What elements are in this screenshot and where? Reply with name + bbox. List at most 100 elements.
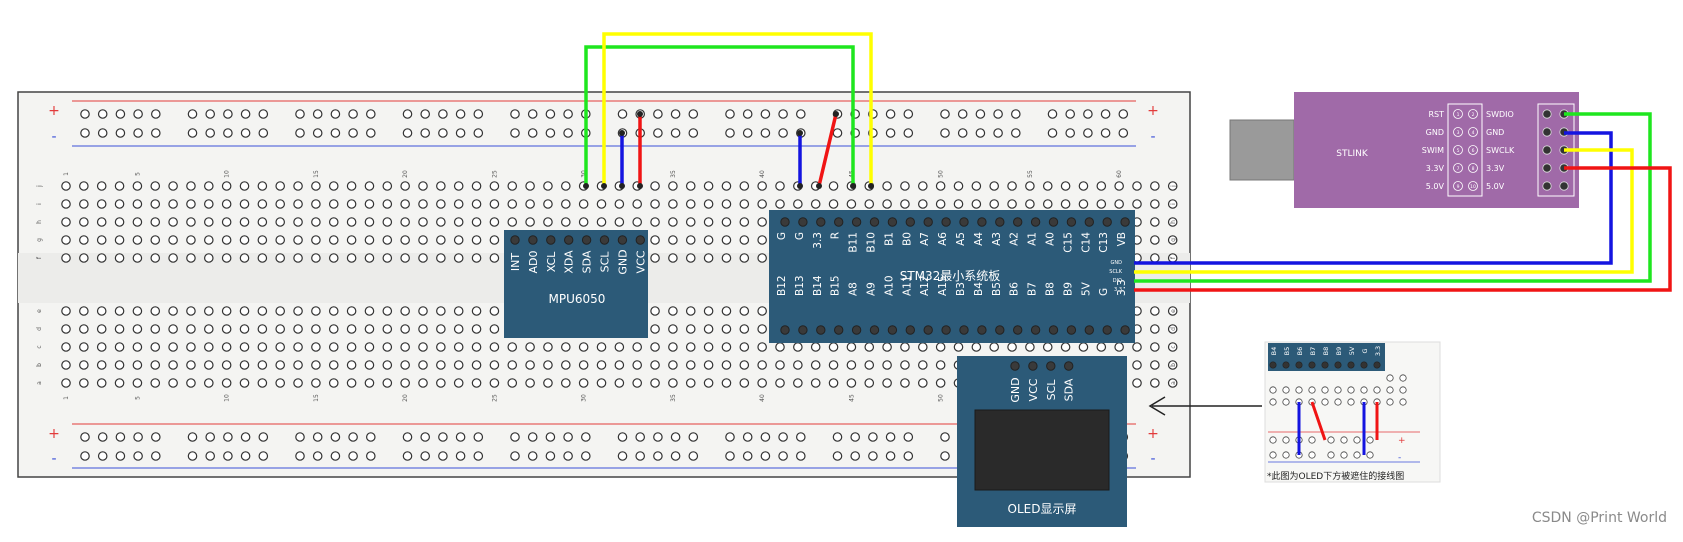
breadboard-hole xyxy=(632,199,642,209)
breadboard-hole xyxy=(311,378,321,388)
rail-hole xyxy=(402,432,413,442)
inset-rail-hole xyxy=(1269,436,1277,444)
breadboard-hole xyxy=(204,181,214,191)
breadboard-hole xyxy=(1007,181,1017,191)
breadboard-hole xyxy=(239,306,250,316)
breadboard-hole xyxy=(864,342,875,352)
breadboard-hole xyxy=(114,342,125,352)
breadboard-hole xyxy=(1167,306,1178,316)
breadboard-hole xyxy=(489,306,500,316)
rail-hole xyxy=(295,451,305,461)
arrow-head xyxy=(1148,396,1166,416)
breadboard-hole xyxy=(436,181,446,191)
breadboard-hole xyxy=(1150,342,1160,352)
breadboard-hole xyxy=(935,199,946,209)
breadboard-hole xyxy=(489,235,500,245)
rail-hole xyxy=(240,109,251,119)
wire-gnd-to-stlink xyxy=(1134,131,1613,265)
breadboard-hole xyxy=(489,360,500,370)
stlink-pin-number-ring xyxy=(1453,109,1463,119)
stm32-top-pin-label: C14 xyxy=(1080,232,1092,253)
rail-hole xyxy=(563,128,573,138)
breadboard-hole xyxy=(293,253,303,263)
breadboard-hole xyxy=(293,378,303,388)
breadboard-hole xyxy=(917,360,928,370)
breadboard-hole xyxy=(132,217,143,227)
rail-hole xyxy=(133,432,143,442)
breadboard-hole xyxy=(882,199,892,209)
inset-pin-label: 5V xyxy=(1348,346,1356,355)
header-pin xyxy=(1120,217,1130,227)
breadboard-hole xyxy=(775,360,785,370)
breadboard-hole xyxy=(61,253,71,263)
stlink-pin-number: 7 xyxy=(1457,166,1460,172)
breadboard-hole xyxy=(596,360,607,370)
column-number: 5 xyxy=(134,396,141,400)
breadboard-hole xyxy=(150,324,161,334)
breadboard-hole xyxy=(328,342,339,352)
breadboard-hole xyxy=(364,199,375,209)
breadboard-hole xyxy=(1096,181,1107,191)
breadboard-hole xyxy=(900,360,910,370)
breadboard-hole xyxy=(471,181,482,191)
breadboard-hole xyxy=(525,181,535,191)
inset-breadboard-hole xyxy=(1334,398,1342,406)
stm32-bottom-pin-label: B12 xyxy=(776,275,788,296)
breadboard-hole xyxy=(364,217,375,227)
breadboard-hole xyxy=(239,253,250,263)
breadboard-hole xyxy=(668,199,678,209)
breadboard-hole xyxy=(150,235,161,245)
rail-hole xyxy=(455,128,466,138)
rail-hole xyxy=(653,109,663,119)
breadboard-hole xyxy=(186,199,196,209)
breadboard-hole xyxy=(739,181,750,191)
breadboard-hole xyxy=(382,217,393,227)
breadboard-hole xyxy=(114,378,125,388)
breadboard-hole xyxy=(453,199,464,209)
row-letter: e xyxy=(1170,309,1177,313)
rail-hole xyxy=(635,451,645,461)
breadboard-hole xyxy=(204,199,214,209)
rail-hole xyxy=(151,432,161,442)
rail-hole xyxy=(312,432,323,442)
breadboard-hole xyxy=(364,342,375,352)
breadboard-hole xyxy=(739,253,750,263)
breadboard-hole xyxy=(257,199,268,209)
breadboard-hole xyxy=(257,324,268,334)
wire-end xyxy=(797,130,803,136)
breadboard-hole xyxy=(293,360,303,370)
breadboard-hole xyxy=(882,378,892,388)
wire-end xyxy=(619,183,625,189)
breadboard-hole xyxy=(882,360,892,370)
header-pin xyxy=(1046,361,1056,371)
breadboard-hole xyxy=(436,324,446,334)
rail-hole xyxy=(348,451,358,461)
rail-hole xyxy=(545,432,556,442)
breadboard-hole xyxy=(1150,199,1160,209)
inset-pin-label: G xyxy=(1361,348,1369,353)
rail-plus-label: + xyxy=(48,103,60,119)
breadboard-hole xyxy=(935,378,946,388)
wire-end xyxy=(637,111,643,117)
rail-hole xyxy=(187,128,198,138)
row-letter: c xyxy=(36,345,43,348)
column-number: 10 xyxy=(224,394,231,402)
oled-pin-label: VCC xyxy=(1027,378,1040,401)
breadboard-hole xyxy=(79,378,89,388)
breadboard-hole xyxy=(578,199,589,209)
inset-rail-hole xyxy=(1282,436,1290,444)
stm32-bottom-pin-label: B14 xyxy=(812,275,824,296)
jumper-wires xyxy=(583,32,1672,292)
breadboard-hole xyxy=(650,253,660,263)
inset-breadboard-hole xyxy=(1347,386,1355,394)
column-number: 35 xyxy=(670,394,677,402)
inset-breadboard-hole xyxy=(1269,398,1277,406)
breadboard-hole xyxy=(757,253,767,263)
inset-header-pin xyxy=(1360,361,1368,369)
breadboard-hole xyxy=(739,306,750,316)
breadboard-hole xyxy=(989,199,999,209)
breadboard-hole xyxy=(328,235,339,245)
rail-hole xyxy=(258,432,269,442)
rail-hole xyxy=(223,451,233,461)
